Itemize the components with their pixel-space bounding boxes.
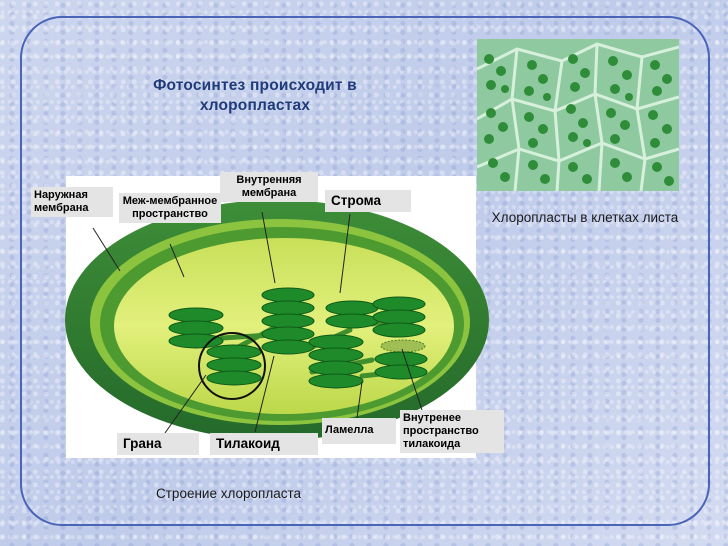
label-thylakoid-lumen: Внутренее пространство тилакоида [400,410,504,453]
granum-2 [206,344,262,386]
leaf-cells-photo [477,39,679,191]
granum-4 [308,334,364,389]
label-lamella: Ламелла [322,418,396,444]
label-intermembrane-space: Меж-мембранное пространство [119,193,221,223]
granum-6 [372,296,428,380]
label-stroma: Строма [325,190,411,212]
label-inner-membrane: Внутренняя мембрана [220,172,318,202]
granum-1 [168,307,224,349]
diagram-caption: Строение хлоропласта [156,486,301,501]
slide-title: Фотосинтез происходит в хлоропластах [153,77,357,114]
grana-highlight-circle [198,332,266,400]
photo-caption: Хлоропласты в клетках листа [491,210,679,225]
leaf-cells-illustration [477,39,679,191]
label-outer-membrane: Наружная мембрана [31,187,113,217]
slide-frame [20,16,710,526]
granum-5 [325,300,379,329]
label-thylakoid: Тилакоид [210,433,318,455]
pointer-lines [92,211,423,434]
label-grana: Грана [117,433,199,455]
granum-3 [261,287,315,355]
